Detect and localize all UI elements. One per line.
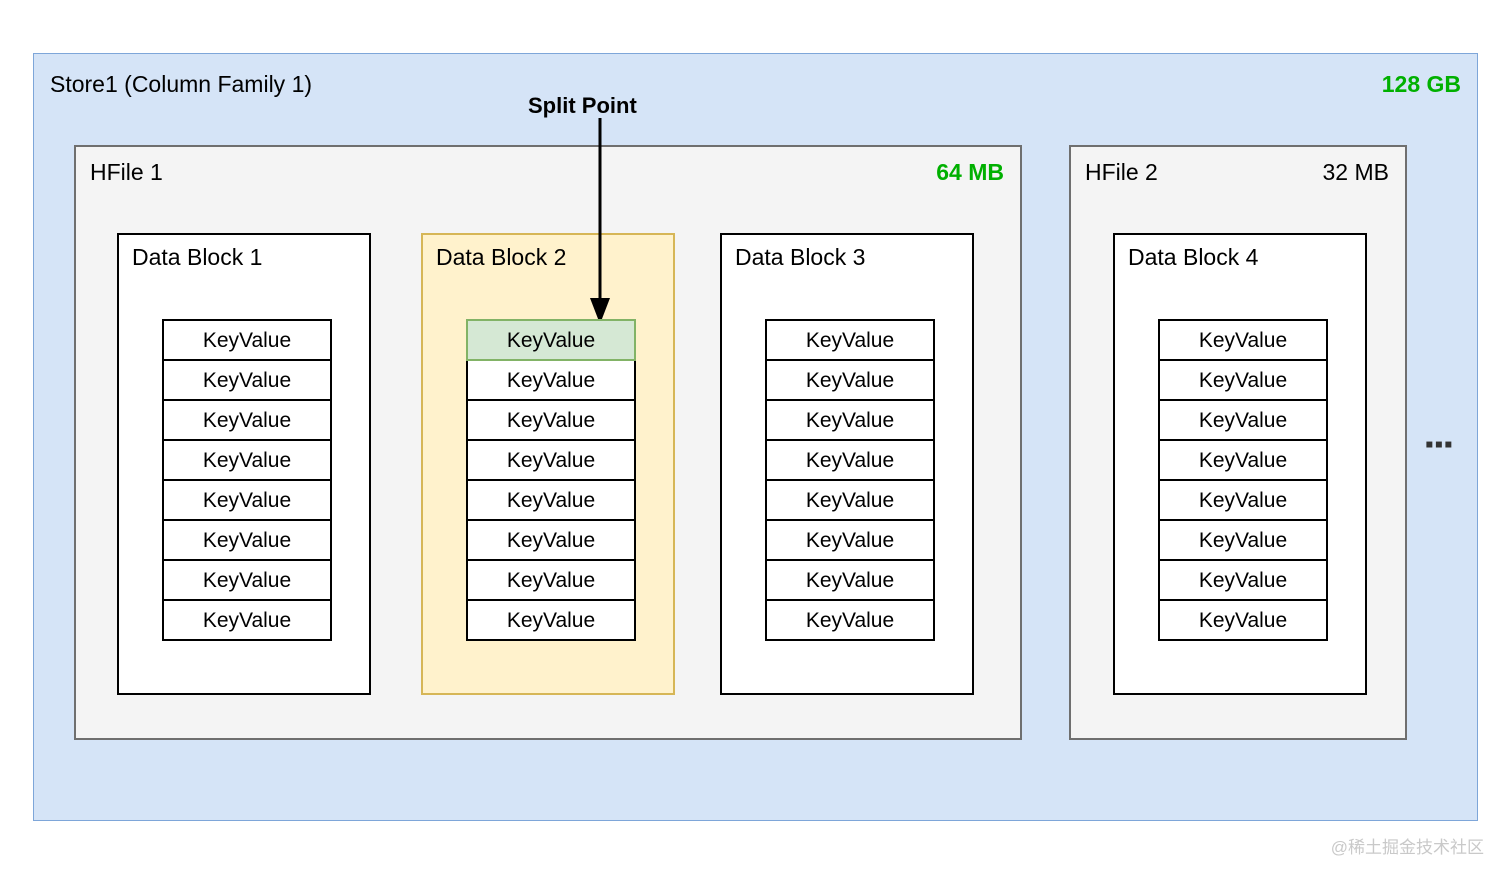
keyvalue-cell[interactable]: KeyValue [466,399,636,441]
keyvalue-cell[interactable]: KeyValue [1158,599,1328,641]
keyvalue-cell[interactable]: KeyValue [1158,319,1328,361]
split-point-label: Split Point [528,93,637,118]
keyvalue-cell[interactable]: KeyValue [162,319,332,361]
hfile-2-title: HFile 2 [1085,159,1158,185]
keyvalue-cell[interactable]: KeyValue [1158,479,1328,521]
data-block-4-keyvalue-list: KeyValue KeyValue KeyValue KeyValue KeyV… [1158,319,1328,641]
keyvalue-cell[interactable]: KeyValue [466,479,636,521]
keyvalue-cell[interactable]: KeyValue [1158,439,1328,481]
hfile-1-container: HFile 1 64 MB Data Block 1 KeyValue KeyV… [74,145,1022,740]
hfile-1-title: HFile 1 [90,159,163,185]
keyvalue-cell[interactable]: KeyValue [466,439,636,481]
keyvalue-cell[interactable]: KeyValue [162,359,332,401]
keyvalue-cell-split-point[interactable]: KeyValue [466,319,636,361]
keyvalue-cell[interactable]: KeyValue [466,599,636,641]
keyvalue-cell[interactable]: KeyValue [765,519,935,561]
keyvalue-cell[interactable]: KeyValue [162,479,332,521]
keyvalue-cell[interactable]: KeyValue [1158,559,1328,601]
data-block-3-title: Data Block 3 [735,244,866,270]
data-block-1[interactable]: Data Block 1 KeyValue KeyValue KeyValue … [117,233,371,695]
hfile-2-container: HFile 2 32 MB Data Block 4 KeyValue KeyV… [1069,145,1407,740]
keyvalue-cell[interactable]: KeyValue [765,599,935,641]
data-block-2[interactable]: Data Block 2 KeyValue KeyValue KeyValue … [421,233,675,695]
data-block-3[interactable]: Data Block 3 KeyValue KeyValue KeyValue … [720,233,974,695]
keyvalue-cell[interactable]: KeyValue [162,519,332,561]
keyvalue-cell[interactable]: KeyValue [765,439,935,481]
keyvalue-cell[interactable]: KeyValue [162,399,332,441]
keyvalue-cell[interactable]: KeyValue [765,319,935,361]
keyvalue-cell[interactable]: KeyValue [1158,519,1328,561]
keyvalue-cell[interactable]: KeyValue [162,599,332,641]
data-block-2-title: Data Block 2 [436,244,567,270]
keyvalue-cell[interactable]: KeyValue [466,359,636,401]
keyvalue-cell[interactable]: KeyValue [466,519,636,561]
watermark: @稀土掘金技术社区 [1330,838,1484,857]
keyvalue-cell[interactable]: KeyValue [765,359,935,401]
more-hfiles-ellipsis: ▪▪▪ [1425,431,1454,458]
keyvalue-cell[interactable]: KeyValue [765,399,935,441]
store-size-badge: 128 GB [1381,71,1461,97]
data-block-4-title: Data Block 4 [1128,244,1259,270]
store-container: Store1 (Column Family 1) 128 GB HFile 1 … [33,53,1478,821]
hfile-2-size-badge: 32 MB [1322,159,1389,185]
data-block-2-keyvalue-list: KeyValue KeyValue KeyValue KeyValue KeyV… [466,319,636,641]
keyvalue-cell[interactable]: KeyValue [466,559,636,601]
data-block-3-keyvalue-list: KeyValue KeyValue KeyValue KeyValue KeyV… [765,319,935,641]
keyvalue-cell[interactable]: KeyValue [162,559,332,601]
hfile-1-size-badge: 64 MB [936,159,1004,185]
data-block-1-title: Data Block 1 [132,244,263,270]
store-title: Store1 (Column Family 1) [50,71,313,97]
keyvalue-cell[interactable]: KeyValue [765,479,935,521]
data-block-4[interactable]: Data Block 4 KeyValue KeyValue KeyValue … [1113,233,1367,695]
keyvalue-cell[interactable]: KeyValue [1158,399,1328,441]
keyvalue-cell[interactable]: KeyValue [765,559,935,601]
keyvalue-cell[interactable]: KeyValue [1158,359,1328,401]
keyvalue-cell[interactable]: KeyValue [162,439,332,481]
data-block-1-keyvalue-list: KeyValue KeyValue KeyValue KeyValue KeyV… [162,319,332,641]
